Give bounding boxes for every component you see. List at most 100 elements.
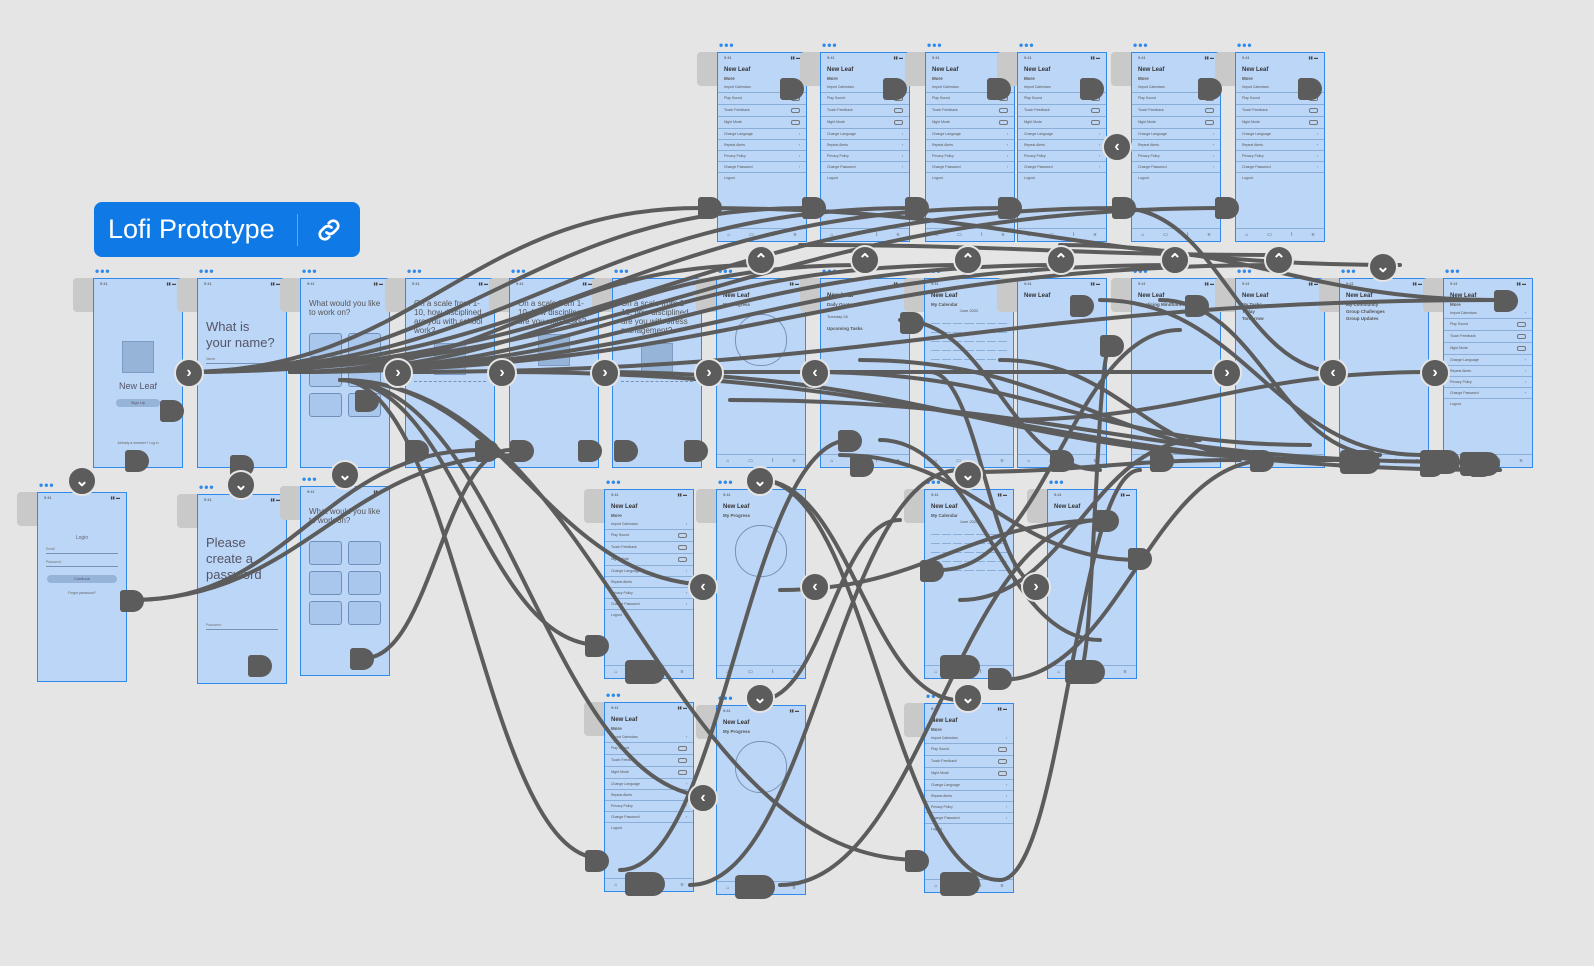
logout-link[interactable]: Logout [932,176,943,180]
chevron-left-icon[interactable]: ‹ [688,783,718,813]
connection-endpoint-group[interactable] [940,872,980,896]
logout-link[interactable]: Logout [1242,176,1253,180]
connection-endpoint-group[interactable] [940,655,980,679]
chevron-right-icon[interactable]: › [1098,154,1100,158]
settings-row[interactable]: Repeat Alerts› [821,140,909,151]
frame-options-icon[interactable]: ••• [719,38,735,52]
settings-row[interactable]: Change Password› [1132,162,1220,173]
settings-row[interactable]: Touch Feedback [926,105,1014,117]
chevron-right-icon[interactable]: › [383,358,413,388]
toggle-switch[interactable] [1309,120,1318,125]
chevron-right-icon[interactable]: › [1524,358,1526,362]
connection-endpoint[interactable] [838,430,862,452]
connection-endpoint[interactable] [510,440,534,462]
chevron-right-icon[interactable]: › [174,358,204,388]
connection-endpoint[interactable] [1494,290,1518,312]
chevron-up-icon[interactable]: ⌃ [1264,245,1294,275]
chevron-right-icon[interactable]: › [694,358,724,388]
frame-options-icon[interactable]: ••• [1133,38,1149,52]
toggle-switch[interactable] [791,120,800,125]
connection-endpoint[interactable] [1298,78,1322,100]
frame-options-icon[interactable]: ••• [39,478,55,492]
connection-endpoint[interactable] [248,655,272,677]
logout-link[interactable]: Logout [1024,176,1035,180]
chevron-right-icon[interactable]: › [1316,132,1318,136]
settings-row[interactable]: Touch Feedback [718,105,806,117]
settings-row[interactable]: Repeat Alerts› [926,140,1014,151]
toggle-switch[interactable] [1091,108,1100,113]
chevron-right-icon[interactable]: › [1524,311,1526,315]
chevron-right-icon[interactable]: › [901,154,903,158]
connection-endpoint[interactable] [920,560,944,582]
connection-endpoint[interactable] [987,78,1011,100]
connection-endpoint[interactable] [1128,548,1152,570]
connection-endpoint-group[interactable] [625,660,665,684]
settings-row[interactable]: Privacy Policy› [821,151,909,162]
chevron-left-icon[interactable]: ‹ [688,572,718,602]
chevron-left-icon[interactable]: ‹ [1102,132,1132,162]
settings-row[interactable]: Night Mode [718,117,806,129]
chevron-up-icon[interactable]: ⌃ [1160,245,1190,275]
chevron-right-icon[interactable]: › [798,154,800,158]
settings-row[interactable]: Touch Feedback [1018,105,1106,117]
chevron-right-icon[interactable]: › [1316,143,1318,147]
menu-icon[interactable]: ≡ [680,882,684,888]
connection-endpoint[interactable] [684,440,708,462]
connection-endpoint[interactable] [1215,197,1239,219]
chevron-right-icon[interactable]: › [1098,132,1100,136]
chevron-left-icon[interactable]: ‹ [1318,358,1348,388]
settings-row[interactable]: Repeat Alerts› [1018,140,1106,151]
settings-row[interactable]: Repeat Alerts› [1132,140,1220,151]
chevron-right-icon[interactable]: › [901,132,903,136]
frame-options-icon[interactable]: ••• [927,38,943,52]
connection-endpoint[interactable] [350,648,374,670]
connection-endpoint-group[interactable] [1420,450,1460,474]
settings-row[interactable]: Change Password› [821,162,909,173]
chevron-right-icon[interactable]: › [1006,143,1008,147]
chevron-right-icon[interactable]: › [798,165,800,169]
connection-endpoint[interactable] [1050,450,1074,472]
home-icon[interactable]: ⌂ [614,882,618,888]
chevron-right-icon[interactable]: › [1006,132,1008,136]
connection-endpoint[interactable] [160,400,184,422]
continue-button[interactable]: Continue [47,575,117,583]
chevron-down-icon[interactable]: ⌄ [745,683,775,713]
chevron-down-icon[interactable]: ⌄ [226,470,256,500]
chevron-right-icon[interactable]: › [1316,165,1318,169]
connection-endpoint[interactable] [1080,78,1104,100]
toggle-switch[interactable] [894,108,903,113]
chevron-right-icon[interactable]: › [1021,572,1051,602]
logout-link[interactable]: Logout [1138,176,1149,180]
toggle-switch[interactable] [1517,334,1526,339]
settings-row[interactable]: Change Language› [926,129,1014,140]
connection-endpoint[interactable] [405,440,429,462]
connection-endpoint[interactable] [1112,197,1136,219]
toggle-switch[interactable] [1091,120,1100,125]
connection-endpoint-group[interactable] [1340,450,1380,474]
settings-row[interactable]: Night Mode [926,117,1014,129]
link-icon[interactable] [298,215,360,245]
toggle-switch[interactable] [791,108,800,113]
connection-endpoint[interactable] [614,440,638,462]
chevron-right-icon[interactable]: › [1212,358,1242,388]
settings-row[interactable]: Change Language› [821,129,909,140]
home-icon[interactable]: ⌂ [726,885,730,891]
chevron-right-icon[interactable]: › [1212,143,1214,147]
settings-row[interactable]: Privacy Policy› [1132,151,1220,162]
toggle-switch[interactable] [1205,120,1214,125]
toggle-switch[interactable] [999,120,1008,125]
chevron-right-icon[interactable]: › [1212,165,1214,169]
chevron-right-icon[interactable]: › [798,143,800,147]
settings-row[interactable]: Night Mode [821,117,909,129]
chevron-right-icon[interactable]: › [1006,165,1008,169]
connection-endpoint[interactable] [585,850,609,872]
connection-endpoint[interactable] [900,312,924,334]
login-link[interactable]: Already a member? Log in [117,441,159,445]
settings-row[interactable]: Privacy Policy› [1236,151,1324,162]
chevron-right-icon[interactable]: › [487,358,517,388]
logout-link[interactable]: Logout [724,176,735,180]
toggle-switch[interactable] [894,120,903,125]
chevron-right-icon[interactable]: › [1098,165,1100,169]
